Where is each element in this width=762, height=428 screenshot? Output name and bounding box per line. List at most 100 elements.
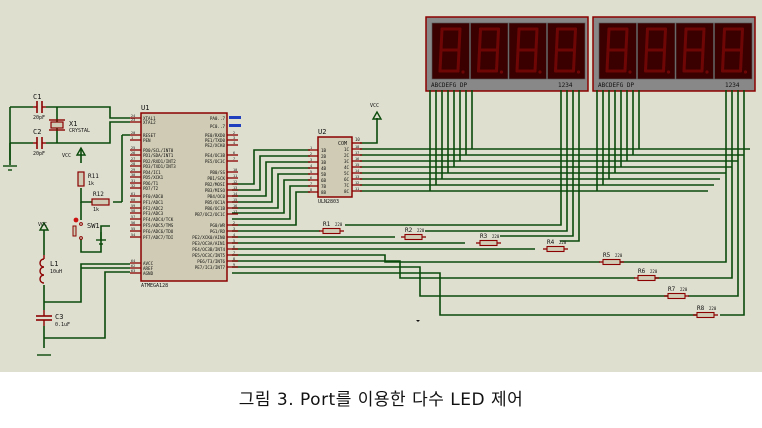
pin-number: 2 xyxy=(233,131,235,135)
u1-pin-pc0-7[interactable]: PC0..7 xyxy=(210,124,226,129)
c2-capacitor[interactable]: C2 20pF xyxy=(33,128,46,157)
pin-name: 2C xyxy=(344,153,350,158)
sw1-reset-switch[interactable]: SW1 xyxy=(72,217,100,240)
c1-capacitor[interactable]: C1 20pF xyxy=(33,93,46,121)
segment xyxy=(573,27,577,52)
pin-name: PD0/SCL/INT0 xyxy=(143,148,174,153)
segment xyxy=(740,27,744,52)
r12-resistor[interactable]: R12 1k xyxy=(91,191,110,213)
pin-name: 4C xyxy=(344,165,350,170)
pin-number: 16 xyxy=(355,157,359,161)
x1-crystal[interactable]: X1 CRYSTAL xyxy=(49,119,90,134)
switch-actuator[interactable] xyxy=(73,217,79,223)
resistor-ref: R4 xyxy=(547,239,555,246)
pin-number: 4 xyxy=(233,233,235,237)
pin-name: 3B xyxy=(321,160,327,165)
segment xyxy=(662,48,666,73)
u1-pin-pa0-7[interactable]: PA0..7 xyxy=(210,116,226,121)
decimal-point xyxy=(576,70,581,74)
pin-number: 60 xyxy=(131,198,135,202)
l1-inductor[interactable]: L1 10uH xyxy=(39,255,62,284)
bus-marker-pc xyxy=(229,124,241,127)
r11-resistor[interactable]: R11 1k xyxy=(77,171,99,187)
pin-name: 5C xyxy=(344,171,350,176)
pin-number: 29 xyxy=(131,168,135,172)
c3-capacitor[interactable]: C3 0.1uF xyxy=(36,310,70,328)
pin-number: 27 xyxy=(131,157,135,161)
